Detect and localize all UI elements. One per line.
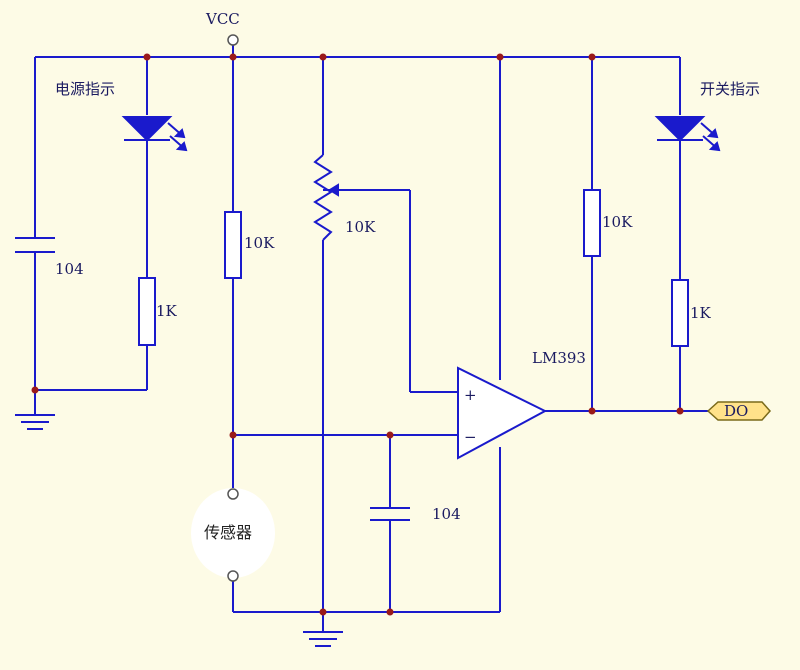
resistor-sensor-value: 10K [244, 234, 275, 252]
comparator-plus: + [464, 386, 477, 404]
resistor-pullup: 10K [583, 189, 633, 257]
resistor-sensor: 10K [224, 211, 275, 279]
switch-led [654, 116, 721, 152]
resistor-led-switch: 1K [671, 279, 712, 347]
power-indicator-label: 电源指示 [55, 80, 115, 98]
sensor-terminal-top [227, 488, 239, 500]
capacitor-power-value: 104 [55, 260, 84, 278]
do-port-label: DO [724, 402, 748, 420]
resistor-led-switch-value: 1K [690, 304, 712, 322]
power-led [121, 116, 188, 152]
resistor-pullup-value: 10K [602, 213, 633, 231]
sensor: 传感器 [191, 488, 275, 582]
capacitor-power: 104 [15, 237, 84, 278]
potentiometer: 10K [313, 154, 376, 241]
comparator-minus: − [464, 428, 477, 446]
vcc-terminal: VCC [205, 10, 240, 46]
resistor-led-power: 1K [138, 277, 178, 346]
capacitor-filter: 104 [370, 505, 461, 523]
comparator-lm393: + − LM393 [457, 349, 586, 460]
potentiometer-value: 10K [345, 218, 376, 236]
sensor-terminal-bottom [227, 570, 239, 582]
switch-indicator-label: 开关指示 [700, 80, 760, 98]
vcc-label: VCC [205, 10, 240, 28]
sensor-label: 传感器 [204, 523, 252, 542]
ground-left [15, 414, 55, 430]
junctions [31, 53, 684, 616]
capacitor-filter-value: 104 [432, 505, 461, 523]
comparator-label: LM393 [532, 349, 586, 367]
ground-bottom [303, 631, 343, 647]
resistor-led-power-value: 1K [156, 302, 178, 320]
wires [34, 45, 708, 632]
do-output-port: DO [706, 401, 772, 421]
